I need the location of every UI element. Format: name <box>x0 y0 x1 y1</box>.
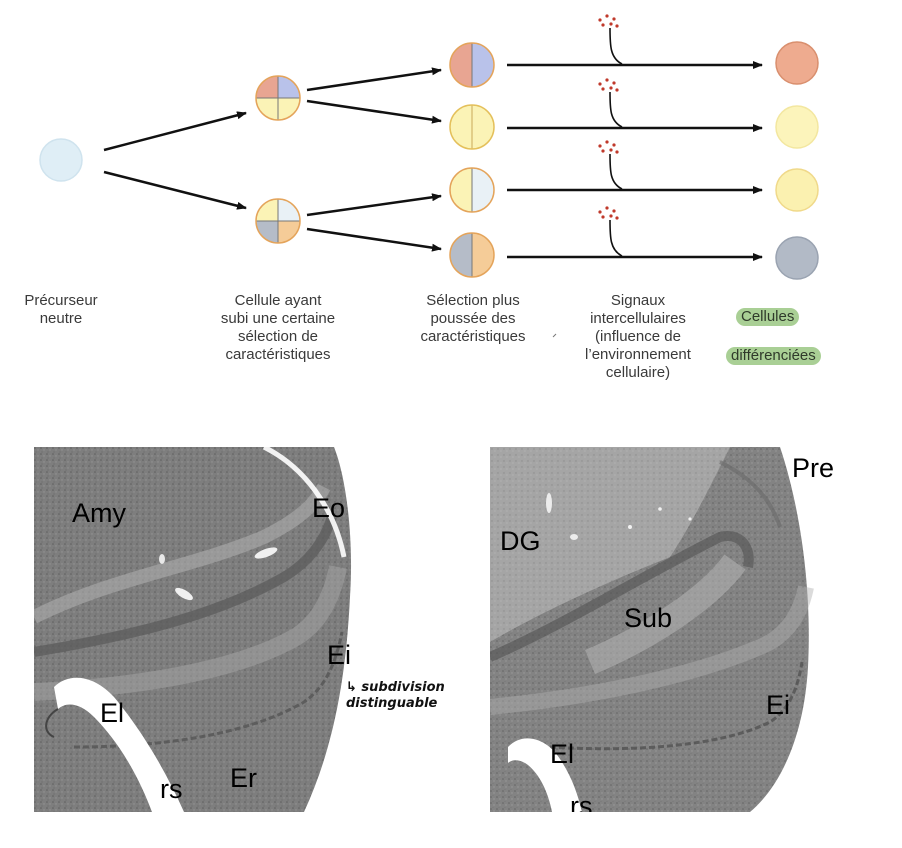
arrow <box>306 193 442 217</box>
label-dg: DG <box>500 526 541 556</box>
label-sub: Sub <box>624 603 673 633</box>
signal-arrow-3 <box>507 140 763 194</box>
label-eo: Eo <box>312 493 346 523</box>
further-selection-cell-4 <box>450 233 494 277</box>
caption-further-selection: Sélection plus poussée des caractéristiq… <box>420 292 526 345</box>
label-ei: Ei <box>327 640 352 670</box>
differentiated-cell-yellow-2 <box>775 168 819 212</box>
brain-section-right: DG Pre Sub Ei El rs <box>490 447 843 812</box>
differentiated-cell-yellow <box>775 105 819 149</box>
signal-arrow-1 <box>507 14 763 69</box>
further-selection-cell-1 <box>450 43 494 87</box>
signal-arrow-2 <box>507 78 763 132</box>
label-pre: Pre <box>792 453 835 483</box>
highlight-differenciees: différenciées <box>726 347 821 365</box>
label-amy: Amy <box>72 498 126 528</box>
caption-partial-selection: Cellule ayant subi une certaine sélectio… <box>220 292 336 363</box>
arrow <box>306 67 442 92</box>
label-el-right: El <box>550 739 575 769</box>
signal-arrow-4 <box>507 206 763 261</box>
label-el: El <box>100 698 125 728</box>
arrow <box>103 170 247 210</box>
further-selection-cell-2 <box>450 105 494 149</box>
further-selection-cell-3 <box>450 168 494 212</box>
brain-section-right-image <box>490 447 814 812</box>
handwritten-annotation: ↳ subdivision distinguable <box>346 680 445 711</box>
brain-section-left: Amy Eo Ei El Er rs <box>34 447 356 812</box>
differentiated-cell-red <box>775 41 819 85</box>
label-rs-right: rs <box>570 791 593 812</box>
arrow <box>306 99 442 124</box>
caption-differentiated-cells: Cellules différenciées <box>726 290 866 365</box>
differentiated-cell-gray <box>775 236 819 280</box>
arrow <box>306 227 442 252</box>
label-er: Er <box>230 763 257 793</box>
neutral-precursor-cell <box>39 138 83 182</box>
label-ei-right: Ei <box>766 690 791 720</box>
label-rs: rs <box>160 774 183 804</box>
brain-section-left-image <box>34 447 352 812</box>
highlight-cellules: Cellules <box>736 308 800 326</box>
cell-differentiation-diagram <box>39 14 819 338</box>
caption-intercellular-signals: Signaux intercellulaires (influence de l… <box>585 292 691 381</box>
caption-neutral-precursor: Précurseur neutre <box>24 292 98 327</box>
arrow <box>103 111 247 152</box>
